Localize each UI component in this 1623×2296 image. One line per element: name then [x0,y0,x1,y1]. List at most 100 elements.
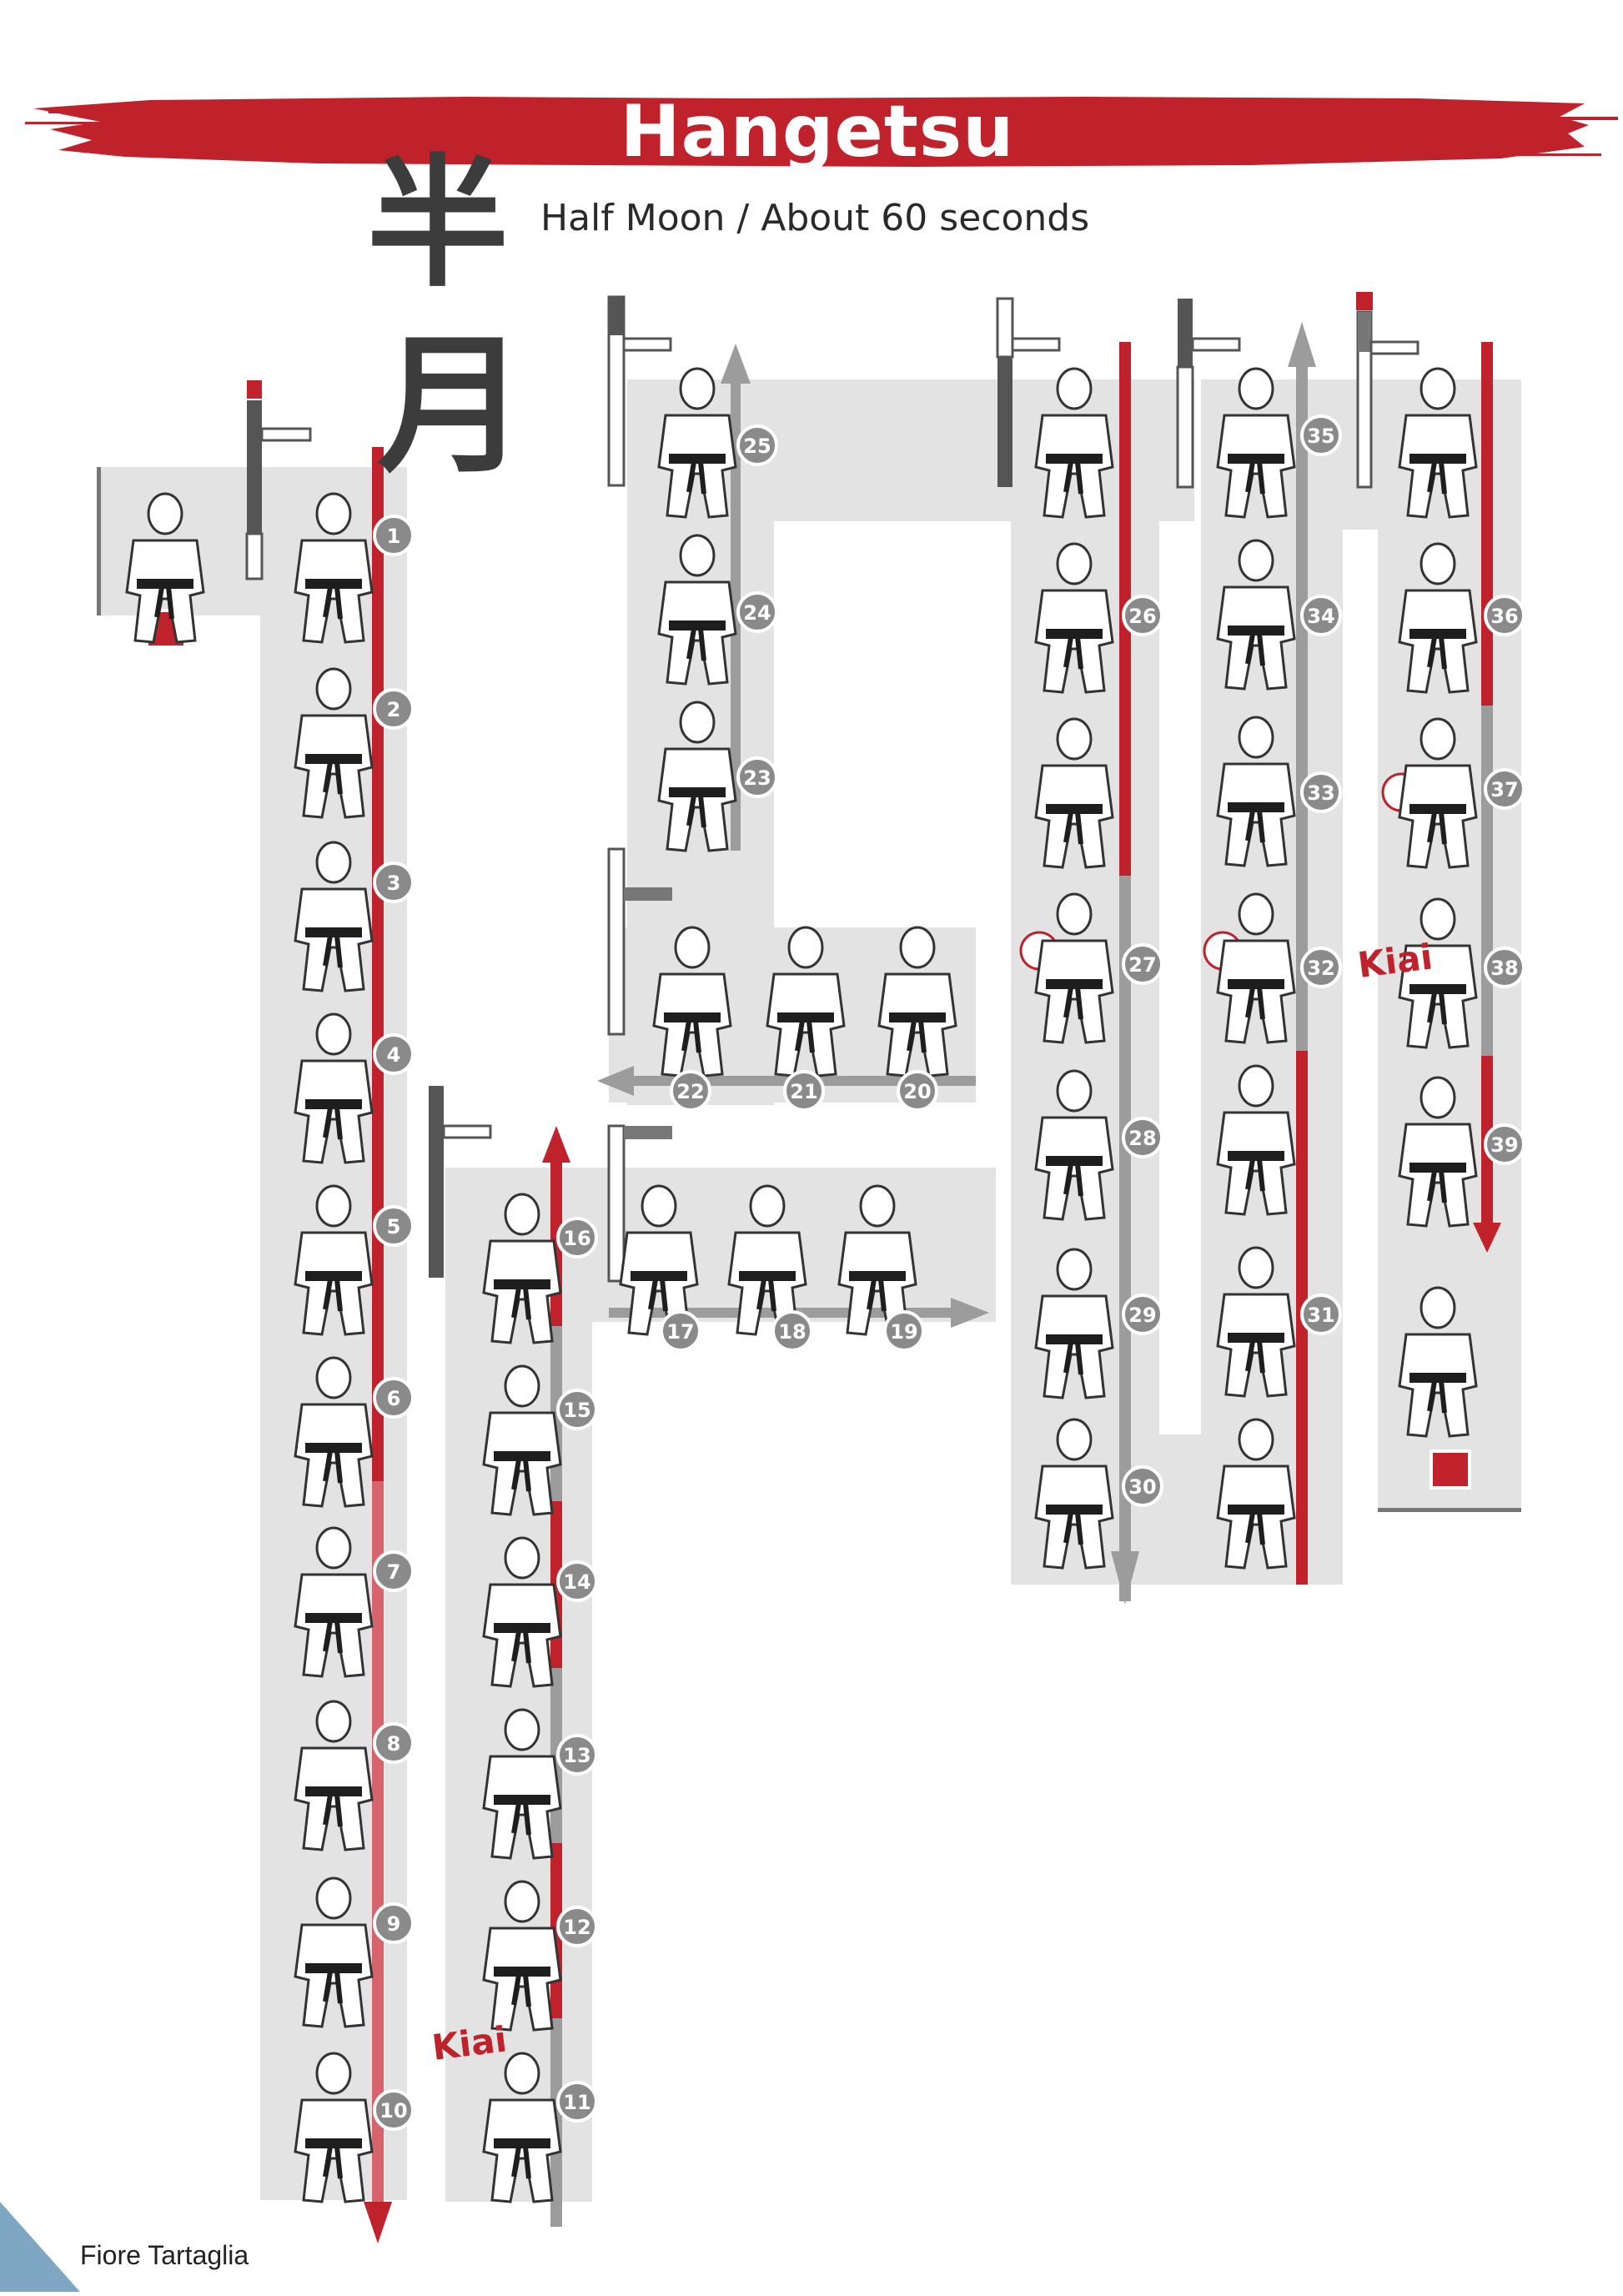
step-badge-circle [736,756,778,798]
step-number: 3 [387,872,401,895]
karateka-figure [1216,539,1296,691]
step-badge: 36 [1484,595,1525,636]
step-number: 8 [387,1732,401,1756]
corner-triangle [0,2202,80,2292]
step-badge-circle [736,591,778,633]
karateka-figure [1034,367,1114,519]
step-number: 30 [1128,1475,1156,1499]
step-badge-circle [556,1560,598,1602]
step-badge: 25 [736,425,778,466]
step-badge-circle [883,1310,925,1352]
step-number: 20 [903,1080,931,1103]
step-badge-circle [897,1070,938,1112]
step-badge-circle [556,1734,598,1776]
step-badge-circle [373,688,415,730]
karateka-figure [294,1356,374,1508]
step-badge: 15 [556,1389,598,1430]
step-badge-circle [373,1550,415,1592]
step-number: 35 [1307,425,1334,448]
step-badge: 23 [736,756,778,798]
karateka-figure [482,1708,562,1860]
step-number: 2 [387,698,401,721]
end-line [1378,1508,1521,1512]
step-number: 28 [1128,1127,1156,1150]
kanji-han: 半 [367,142,510,307]
step-badge: 8 [373,1722,415,1764]
step-badge: 35 [1300,414,1342,456]
step-number: 10 [379,2099,407,2123]
step-badge: 3 [373,862,415,903]
karateka-figure [1034,1248,1114,1399]
step-badge-circle [1122,943,1163,985]
step-number: 33 [1307,781,1334,805]
step-badge: 1 [373,515,415,556]
karateka-figure [294,841,374,992]
step-badge: 34 [1300,595,1342,636]
karateka-figure [294,2052,374,2203]
step-number: 9 [387,1912,401,1936]
step-number: 26 [1128,605,1156,628]
kiai-label-38: Kiai [1355,936,1435,986]
karateka-figure [1034,717,1114,869]
page-subtitle: Half Moon / About 60 seconds [540,197,1090,239]
karateka-figure [294,1526,374,1678]
step-badge: 27 [1122,943,1163,985]
step-badge: 18 [771,1310,813,1352]
header-brush-banner [25,97,1618,167]
step-badge: 22 [670,1070,711,1112]
step-badge: 13 [556,1734,598,1776]
step-number: 12 [563,1916,590,1939]
step-badge: 32 [1300,947,1342,988]
karateka-figures [125,367,1478,2203]
step-badge-circle [373,2089,415,2131]
step-badge: 12 [556,1906,598,1947]
step-badge: 39 [1484,1123,1525,1165]
page-title: Hangetsu [620,90,1015,173]
step-number: 13 [563,1744,590,1767]
step-badge: 4 [373,1033,415,1075]
step-badge-circle [556,1217,598,1259]
step-number: 6 [387,1387,401,1410]
step-number: 27 [1128,953,1156,977]
lane-gaps [774,521,1378,1505]
karateka-figure [619,1184,699,1336]
step-badge-circle [1300,771,1342,813]
step-badge: 28 [1122,1117,1163,1158]
step-badge: 10 [373,2089,415,2131]
karateka-figure [482,1364,562,1516]
karateka-figure [1398,717,1478,869]
step-number: 32 [1307,957,1334,980]
step-badge-circle [1484,595,1525,636]
step-number: 24 [743,601,771,625]
step-badge-circle [1122,1465,1163,1507]
karateka-figure [1398,1076,1478,1228]
step-badge-circle [1484,947,1525,988]
step-badge-circle [1300,947,1342,988]
step-badge: 26 [1122,595,1163,636]
step-number: 14 [563,1570,590,1594]
step-number: 25 [743,435,771,458]
step-badge-circle [373,1033,415,1075]
step-badge: 11 [556,2081,598,2123]
direction-indicators [245,292,1419,1283]
karateka-figure [1398,1286,1478,1438]
step-badge-circle [556,1389,598,1430]
kanji-getsu: 月 [377,319,528,494]
step-badge: 30 [1122,1465,1163,1507]
step-number: 18 [778,1320,806,1344]
karateka-figure [1216,1246,1296,1398]
step-badge-circle [556,1906,598,1947]
step-number: 11 [563,2091,590,2114]
step-badge-circle [1300,1294,1342,1335]
step-badge: 31 [1300,1294,1342,1335]
step-badge-circle [1300,595,1342,636]
step-badge-circle [670,1070,711,1112]
step-badge: 20 [897,1070,938,1112]
step-badge-circle [556,2081,598,2123]
karateka-figure [1216,1064,1296,1216]
step-badge: 21 [783,1070,825,1112]
karateka-figure [294,667,374,819]
step-badge: 17 [660,1310,701,1352]
step-badge: 2 [373,688,415,730]
step-badge-circle [1300,414,1342,456]
